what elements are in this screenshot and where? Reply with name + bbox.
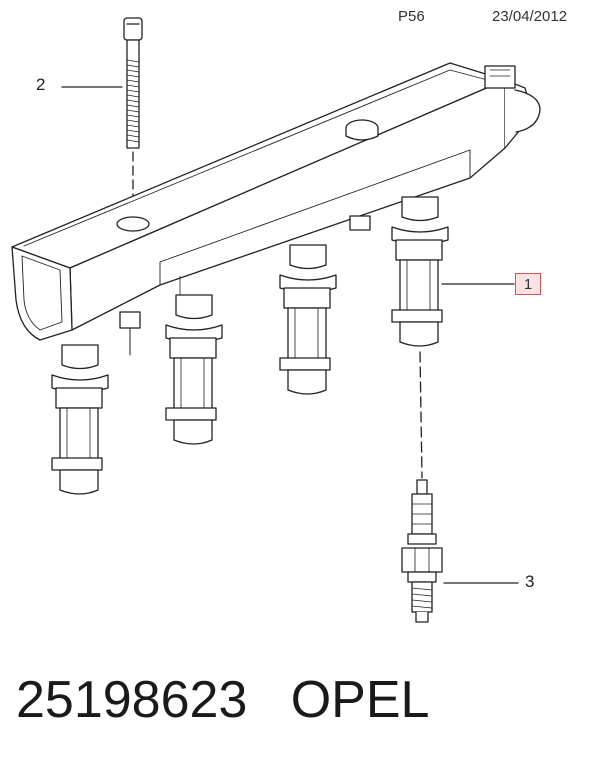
coil-boot-1 <box>51 344 109 495</box>
bolt-drawing <box>123 17 143 216</box>
diagram-date: 23/04/2012 <box>492 8 568 25</box>
coil-boot-4 <box>391 196 449 347</box>
coil-boot-3 <box>279 244 337 395</box>
callout-3: 3 <box>525 572 535 591</box>
callout-2: 2 <box>36 75 46 94</box>
part-title: 25198623 OPEL <box>16 670 429 730</box>
page-code: P56 <box>398 8 425 25</box>
coil-boot-2 <box>165 294 223 445</box>
spark-plug-drawing <box>401 479 443 623</box>
callout-1[interactable]: 1 <box>515 273 541 295</box>
brand-name: OPEL <box>290 671 430 729</box>
part-number: 25198623 <box>16 671 248 729</box>
coil-rail-drawing <box>11 62 541 341</box>
